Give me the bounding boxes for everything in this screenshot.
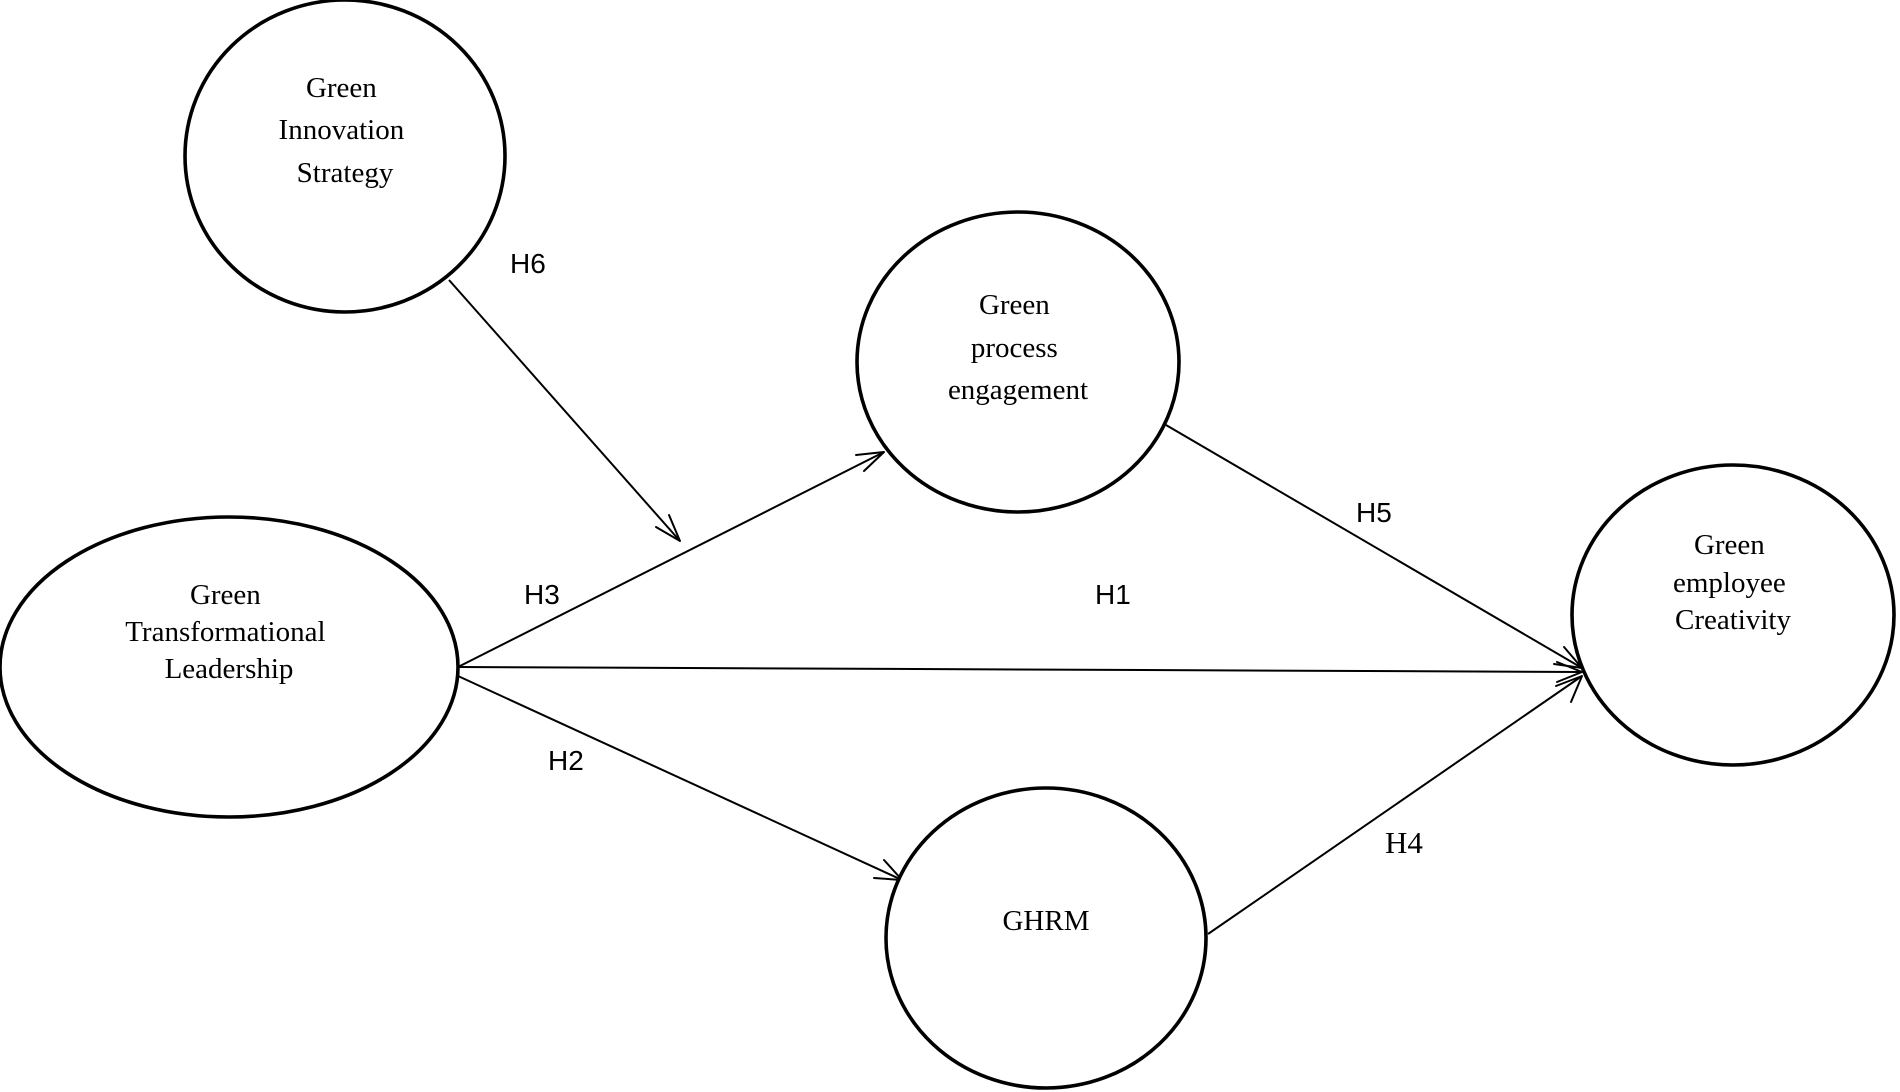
edge-label-h1: H1 bbox=[1095, 579, 1131, 610]
node-green-process-engagement: Green process engagement bbox=[855, 210, 1181, 514]
edge-label-h2: H2 bbox=[548, 745, 584, 776]
node-label-green-innovation-strategy: Green Innovation Strategy bbox=[279, 72, 412, 189]
edge-label-h4: H4 bbox=[1385, 825, 1423, 860]
node-ghrm: GHRM bbox=[884, 786, 1208, 1090]
edge-h3: H3 bbox=[457, 451, 885, 668]
edge-h2: H2 bbox=[457, 675, 903, 881]
edge-label-h5: H5 bbox=[1356, 497, 1392, 528]
edge-h4: H4 bbox=[1207, 675, 1583, 935]
node-green-innovation-strategy: Green Innovation Strategy bbox=[183, 0, 507, 314]
edge-label-h3: H3 bbox=[524, 579, 560, 610]
edge-label-h6: H6 bbox=[510, 248, 546, 279]
node-label-green-transformational-leadership: Green Transformational Leadership bbox=[125, 579, 333, 685]
edge-h5: H5 bbox=[1165, 424, 1583, 669]
node-label-green-process-engagement: Green process engagement bbox=[948, 289, 1088, 406]
edge-h6: H6 bbox=[448, 248, 681, 542]
node-label-ghrm: GHRM bbox=[1002, 905, 1089, 937]
node-green-employee-creativity: Green employee Creativity bbox=[1570, 463, 1896, 767]
node-green-transformational-leadership: Green Transformational Leadership bbox=[0, 515, 460, 819]
node-label-green-employee-creativity: Green employee Creativity bbox=[1673, 529, 1793, 636]
edge-h1: H1 bbox=[457, 579, 1583, 683]
